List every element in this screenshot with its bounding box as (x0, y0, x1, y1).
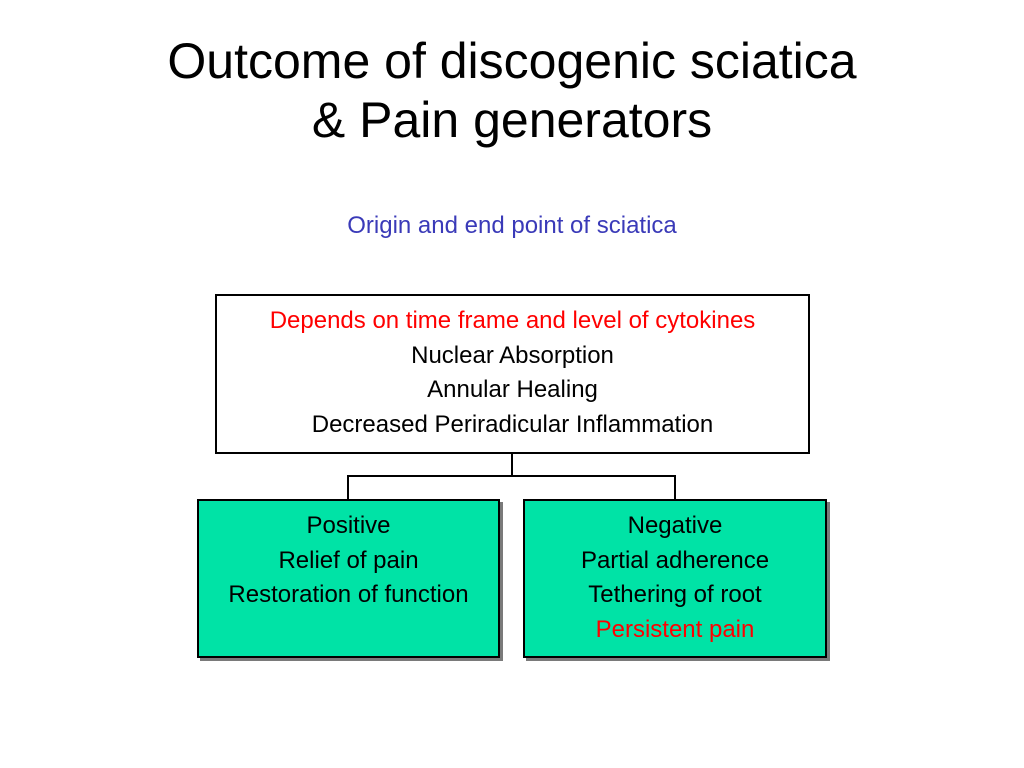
positive-heading: Positive (306, 512, 391, 539)
positive-line-restoration: Restoration of function (228, 581, 469, 608)
root-line-annular-healing: Annular Healing (427, 376, 598, 403)
root-line-nuclear-absorption: Nuclear Absorption (411, 341, 614, 369)
title-line-2: & Pain generators (311, 92, 713, 148)
negative-heading: Negative (627, 512, 723, 539)
slide-title: Outcome of discogenic sciatica & Pain ge… (0, 32, 1024, 150)
root-line-inflammation: Decreased Periradicular Inflammation (311, 410, 714, 438)
negative-line-persistent-pain: Persistent pain (595, 615, 755, 643)
negative-outcome-box: Negative Partial adherence Tethering of … (523, 499, 827, 658)
title-line-1: Outcome of discogenic sciatica (167, 33, 857, 89)
root-line-cytokines: Depends on time frame and level of cytok… (269, 307, 756, 334)
diagram-subtitle: Origin and end point of sciatica (347, 212, 677, 239)
negative-line-adherence: Partial adherence (580, 546, 770, 574)
positive-line-relief: Relief of pain (278, 546, 419, 574)
root-box: Depends on time frame and level of cytok… (215, 294, 810, 454)
negative-line-tethering: Tethering of root (588, 581, 762, 608)
positive-outcome-box: Positive Relief of pain Restoration of f… (197, 499, 500, 658)
